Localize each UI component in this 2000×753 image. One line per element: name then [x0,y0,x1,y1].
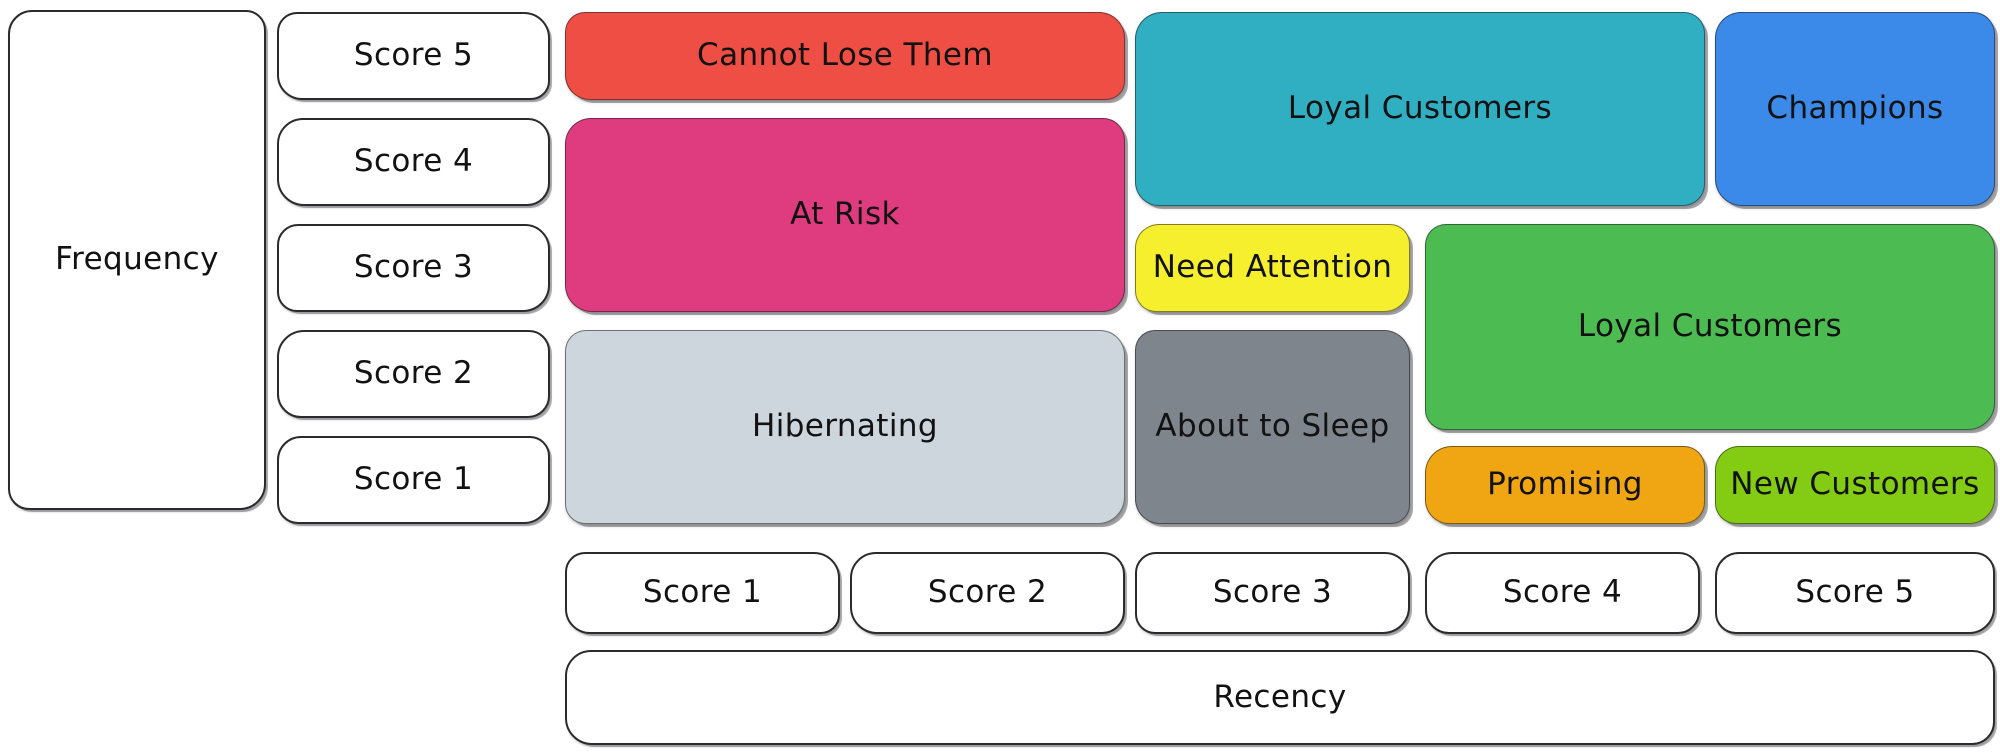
segment-champions[interactable]: Champions [1715,12,1995,206]
segment-cannot-lose-them[interactable]: Cannot Lose Them [565,12,1125,100]
frequency-score-3-label: Score 3 [353,249,474,286]
recency-score-1-label: Score 1 [642,574,763,611]
recency-score-5: Score 5 [1715,552,1995,634]
segment-loyal-customers-green-label: Loyal Customers [1577,308,1843,345]
frequency-score-4-label: Score 4 [353,143,474,180]
recency-score-4: Score 4 [1425,552,1700,634]
recency-axis-label-text: Recency [1213,678,1347,715]
frequency-score-3: Score 3 [277,224,550,312]
segment-cannot-lose-them-label: Cannot Lose Them [697,37,993,74]
segment-hibernating[interactable]: Hibernating [565,330,1125,524]
segment-at-risk-label: At Risk [790,196,900,233]
segment-loyal-customers-teal-label: Loyal Customers [1287,90,1553,127]
frequency-score-1: Score 1 [277,436,550,524]
recency-score-5-label: Score 5 [1795,574,1915,611]
segment-promising-label: Promising [1487,466,1643,503]
segment-new-customers-label: New Customers [1730,466,1980,503]
segment-loyal-customers-green[interactable]: Loyal Customers [1425,224,1995,430]
segment-hibernating-label: Hibernating [751,408,938,445]
recency-score-4-label: Score 4 [1502,574,1623,611]
segment-need-attention-label: Need Attention [1152,249,1393,286]
segment-new-customers[interactable]: New Customers [1715,446,1995,524]
frequency-score-5: Score 5 [277,12,550,100]
recency-score-2-label: Score 2 [927,574,1048,611]
frequency-score-1-label: Score 1 [353,461,474,498]
recency-score-2: Score 2 [850,552,1125,634]
frequency-axis-label: Frequency [8,10,266,510]
segment-loyal-customers-teal[interactable]: Loyal Customers [1135,12,1705,206]
segment-promising[interactable]: Promising [1425,446,1705,524]
segment-about-to-sleep-label: About to Sleep [1155,408,1390,445]
frequency-axis-label-text: Frequency [55,241,219,278]
frequency-score-2-label: Score 2 [353,355,474,392]
segment-need-attention[interactable]: Need Attention [1135,224,1410,312]
segment-about-to-sleep[interactable]: About to Sleep [1135,330,1410,524]
segment-champions-label: Champions [1766,90,1944,127]
frequency-score-5-label: Score 5 [353,37,474,74]
recency-score-1: Score 1 [565,552,840,634]
recency-score-3: Score 3 [1135,552,1410,634]
recency-score-3-label: Score 3 [1212,574,1333,611]
recency-axis-label: Recency [565,650,1995,745]
frequency-score-4: Score 4 [277,118,550,206]
frequency-score-2: Score 2 [277,330,550,418]
segment-at-risk[interactable]: At Risk [565,118,1125,312]
